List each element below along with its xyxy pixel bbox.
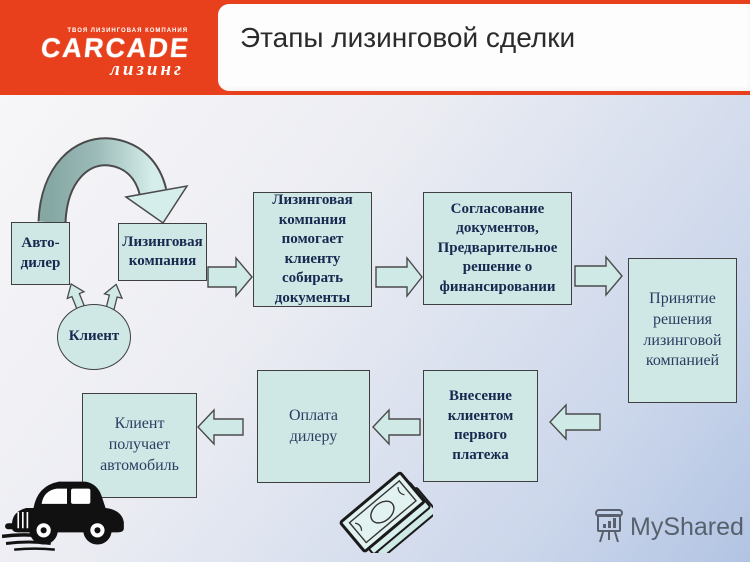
logo-tagline: ТВОЯ ЛИЗИНГОВАЯ КОМПАНИЯ [67, 28, 188, 34]
logo-brand: CARCADE [39, 33, 192, 63]
slide-title: Этапы лизинговой сделки [240, 22, 576, 53]
right-arrows [207, 255, 623, 299]
watermark-label: MyShared [630, 512, 744, 541]
car-clipart [2, 481, 124, 551]
node-label: Внесение клиентом первого платежа [447, 388, 514, 463]
arrow-payment-to-dealerpay [372, 408, 421, 446]
node-leasing-decision: Принятие решения лизинговой компанией [628, 258, 737, 403]
diagram-area: Авто-дилер Лизинговая компания Клиент Ли… [0, 95, 750, 562]
title-panel: Этапы лизинговой сделки [218, 4, 750, 91]
node-label: Клиент получает автомобиль [100, 415, 179, 474]
node-label: Согласование документов, Предварительное… [437, 200, 558, 295]
money-clipart [339, 471, 433, 553]
arrow-help-to-approval [375, 255, 423, 299]
node-auto-dealer: Авто-дилер [11, 222, 70, 285]
node-docs-approval: Согласование документов, Предварительное… [423, 192, 572, 305]
node-label: Лизинговая компания [122, 233, 203, 270]
arrow-decision-to-payment [549, 403, 601, 441]
header-bar: ТВОЯ ЛИЗИНГОВАЯ КОМПАНИЯ CARCADE лизинг … [0, 0, 750, 95]
node-client: Клиент [57, 304, 131, 370]
node-label: Лизинговая компания помогает клиенту соб… [272, 192, 353, 306]
node-dealer-payment: Оплата дилеру [257, 370, 370, 483]
flow-arrows [37, 137, 623, 446]
carcade-logo: ТВОЯ ЛИЗИНГОВАЯ КОМПАНИЯ CARCADE лизинг [34, 28, 192, 80]
node-first-payment: Внесение клиентом первого платежа [423, 370, 538, 482]
presentation-screen-icon [595, 509, 623, 543]
arrow-dealerpay-to-getcar [197, 408, 244, 446]
node-help-collect-docs: Лизинговая компания помогает клиенту соб… [253, 192, 372, 307]
curved-arrow [37, 137, 189, 225]
node-client-receives-car: Клиент получает автомобиль [82, 393, 197, 498]
node-label: Авто-дилер [20, 235, 61, 271]
node-label: Клиент [68, 328, 120, 345]
node-label: Принятие решения лизинговой компанией [643, 289, 722, 370]
node-label: Оплата дилеру [288, 406, 339, 445]
node-leasing-company: Лизинговая компания [118, 223, 207, 281]
left-arrows [197, 403, 601, 446]
logo-script: лизинг [110, 59, 184, 80]
myshared-watermark: MyShared [594, 507, 744, 547]
arrow-leasing-to-help [207, 256, 253, 298]
arrow-approval-to-decision [574, 255, 623, 297]
